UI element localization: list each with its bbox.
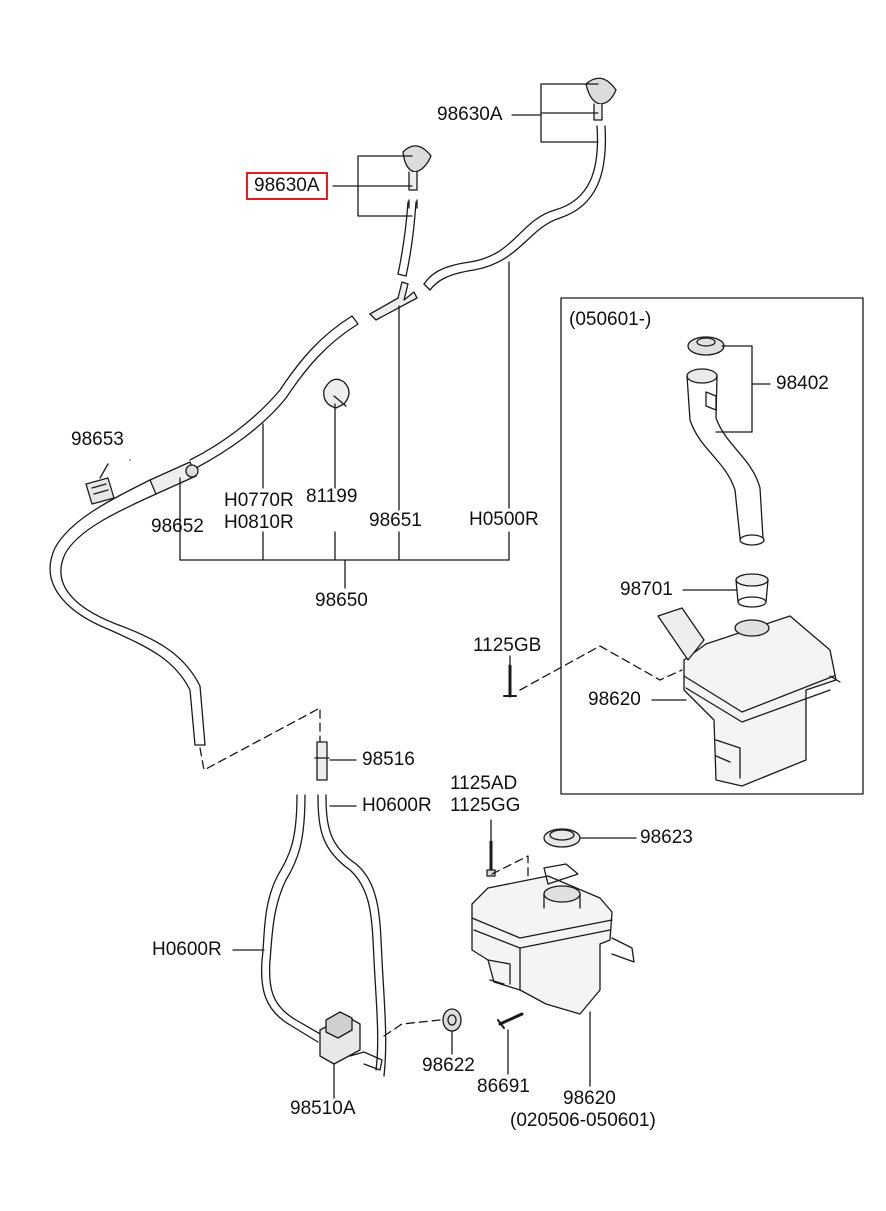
label-86691: 86691 [477, 1076, 530, 1097]
seal-98701[interactable] [735, 573, 769, 608]
washer-nozzle-right[interactable] [585, 77, 617, 121]
dashed-link-1125gb [519, 645, 683, 691]
label-nozzle-left-highlighted[interactable]: 98630A [246, 172, 328, 200]
clip-81199[interactable] [323, 378, 350, 409]
dashed-link-hose [199, 707, 321, 771]
dashed-link-pump [383, 1019, 441, 1037]
label-reservoir-old-range: (020506-050601) [510, 1110, 656, 1131]
label-98516: 98516 [362, 749, 415, 770]
hose-h0770r[interactable] [189, 315, 359, 469]
label-h0600r-right: H0600R [362, 795, 432, 816]
label-98701: 98701 [620, 579, 673, 600]
leader-nozzle-right [511, 83, 599, 143]
connector-98516[interactable] [314, 741, 330, 781]
label-inset-range: (050601-) [569, 309, 652, 330]
leader-98402 [715, 345, 771, 433]
reservoir-new[interactable] [657, 607, 841, 787]
label-nozzle-right: 98630A [437, 104, 503, 125]
cap-98623[interactable] [543, 828, 581, 848]
hose-h0600r-left[interactable] [260, 794, 323, 1043]
label-98510a: 98510A [290, 1098, 356, 1119]
hose-h0600r-right[interactable] [317, 794, 387, 1077]
label-reservoir-old: 98620 [563, 1088, 616, 1109]
washer-pump[interactable] [319, 1011, 383, 1071]
hose-h0500r[interactable] [423, 125, 607, 291]
label-98653: 98653 [71, 429, 124, 450]
grommet-98622[interactable] [442, 1008, 462, 1032]
joint-98651[interactable] [369, 281, 418, 321]
label-98651: 98651 [369, 510, 422, 531]
label-98622: 98622 [422, 1055, 475, 1076]
hose-nozzle-left-drop[interactable] [397, 201, 417, 277]
reservoir-old[interactable] [471, 863, 635, 1015]
label-reservoir-new: 98620 [588, 689, 641, 710]
label-h0770r: H0770R [224, 490, 294, 511]
label-1125ad: 1125AD [450, 773, 518, 794]
bolt-86691[interactable] [497, 1012, 524, 1029]
valve-98652[interactable] [149, 461, 199, 495]
label-h0600r-left: H0600R [152, 939, 222, 960]
filler-cap-98402[interactable] [687, 336, 725, 356]
label-98652: 98652 [151, 516, 204, 537]
label-1125gg: 1125GG [450, 795, 521, 816]
connector-98653[interactable] [85, 477, 115, 505]
label-h0810r: H0810R [224, 512, 294, 533]
inset-frame [560, 297, 864, 795]
filler-neck-98402[interactable] [686, 368, 765, 546]
label-98402: 98402 [776, 373, 829, 394]
label-h0500r: H0500R [469, 509, 539, 530]
bolt-1125gb[interactable] [503, 664, 517, 698]
label-1125gb: 1125GB [473, 635, 542, 656]
hose-h0810r[interactable] [49, 479, 206, 746]
label-98650: 98650 [315, 590, 368, 611]
bolt-1125ad[interactable] [486, 840, 496, 877]
label-98623: 98623 [640, 827, 693, 848]
leaders-upper [99, 261, 510, 589]
leader-nozzle-left [332, 155, 413, 217]
label-81199: 81199 [306, 486, 358, 507]
washer-nozzle-left[interactable] [402, 145, 432, 209]
